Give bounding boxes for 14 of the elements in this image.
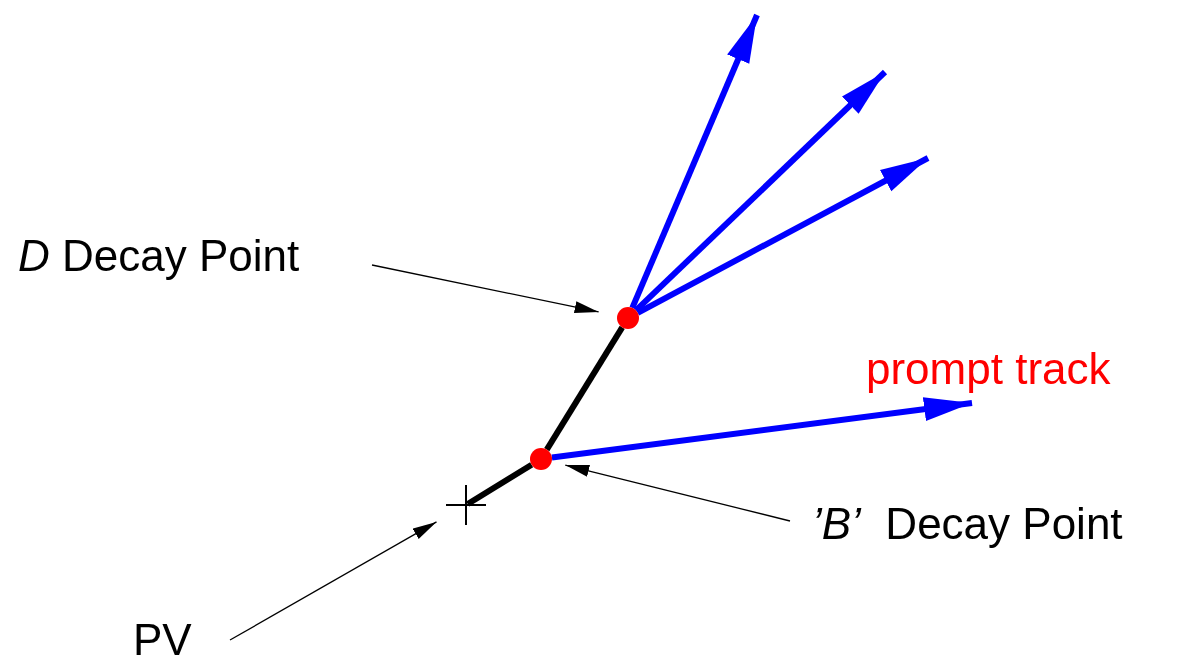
edge-label: prompt track <box>866 343 1111 395</box>
track-arrow <box>629 13 760 310</box>
track-arrow <box>633 69 888 313</box>
point-label: ’B’ Decay Point <box>812 499 1123 548</box>
track-line <box>544 325 625 452</box>
point-label: D Decay Point <box>18 231 300 280</box>
leader-arrow <box>564 464 791 522</box>
track-arrow <box>551 397 973 461</box>
track-line <box>466 462 534 507</box>
vertex-cross <box>446 485 486 525</box>
leader-arrow <box>371 264 600 313</box>
point-label: PV <box>133 615 192 663</box>
leader-arrow <box>229 521 438 641</box>
track-arrow <box>636 155 930 316</box>
